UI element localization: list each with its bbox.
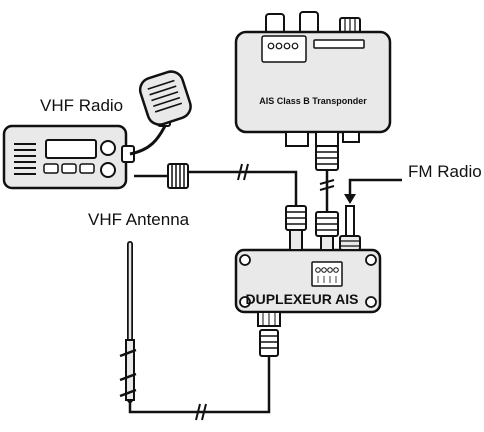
mic-cord: [129, 123, 168, 156]
antenna-clamp: [119, 348, 137, 358]
cable-transponder-to-duplexer: [315, 145, 339, 251]
duplexer-body: [234, 248, 382, 314]
sd-card-slot: [313, 39, 365, 49]
antenna-clamp: [119, 372, 137, 382]
vhf-radio-label: VHF Radio: [40, 96, 124, 115]
transponder-body: [234, 30, 392, 134]
fm-radio-cable: [339, 178, 402, 251]
fm-radio-label: FM Radio: [408, 162, 482, 181]
led-panel: [261, 35, 307, 63]
duplexer: [234, 248, 382, 327]
duplexer-label: DUPLEXEUR AIS: [245, 291, 358, 307]
antenna-clamp: [119, 388, 137, 398]
radio-button: [43, 163, 59, 174]
duplexer-led-panel: [311, 261, 343, 287]
cable-vhf-radio-to-duplexer: [134, 163, 307, 251]
ais-transponder: [234, 11, 392, 147]
mic-body: [138, 70, 192, 126]
vhf-antenna-label: VHF Antenna: [88, 210, 190, 229]
channel-knob: [100, 162, 116, 178]
radio-button: [61, 163, 77, 174]
radio-button: [79, 163, 95, 174]
transponder-bottom-connector: [342, 131, 360, 143]
cable-duplexer-to-antenna: [128, 329, 279, 421]
mount-hole: [365, 296, 377, 308]
vhf-radio: [2, 124, 135, 190]
pl259-connector: [259, 329, 279, 357]
transponder-label: AIS Class B Transponder: [259, 96, 367, 106]
vhf-antenna: [119, 241, 137, 403]
fm-port-connector: [339, 235, 361, 251]
handheld-microphone: [129, 70, 192, 156]
mount-hole: [239, 296, 251, 308]
pl259-connector: [167, 163, 189, 189]
transponder-bottom-connector: [285, 131, 309, 147]
fm-antenna-stub: [345, 205, 355, 241]
mount-hole: [365, 254, 377, 266]
mount-hole: [239, 254, 251, 266]
radio-display: [45, 139, 97, 159]
volume-knob: [100, 140, 116, 156]
fm-radio-arrow: [348, 178, 402, 196]
speaker-grille: [14, 143, 36, 175]
transponder-antenna-port: [315, 131, 339, 147]
transponder-top-connector: [299, 11, 319, 35]
